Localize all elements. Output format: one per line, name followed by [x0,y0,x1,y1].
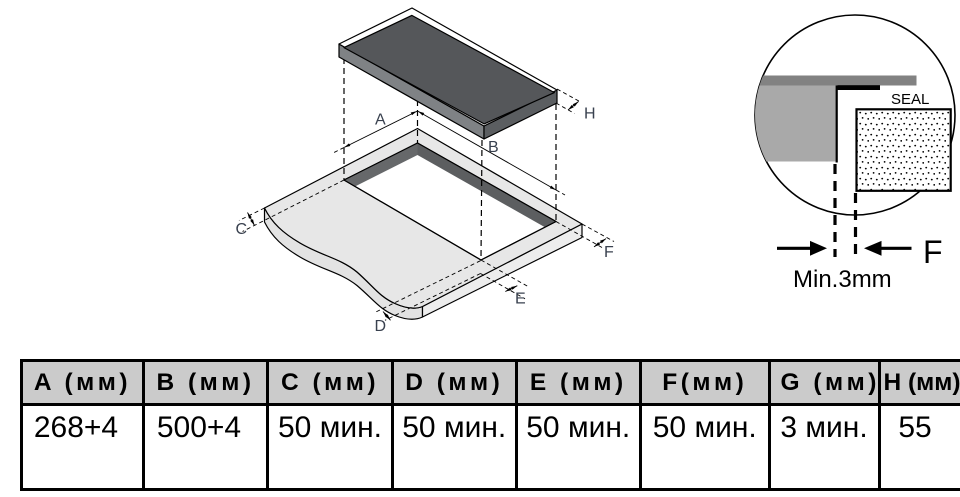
svg-text:SEAL: SEAL [891,91,929,108]
svg-text:A: A [375,112,386,129]
svg-text:F: F [604,244,614,261]
svg-text:F: F [923,234,943,270]
svg-text:D: D [375,318,387,335]
svg-text:H: H [584,106,596,123]
svg-text:B: B [488,139,499,156]
svg-text:Min.3mm: Min.3mm [793,266,892,293]
svg-text:E: E [515,291,526,308]
svg-text:C: C [236,221,248,238]
